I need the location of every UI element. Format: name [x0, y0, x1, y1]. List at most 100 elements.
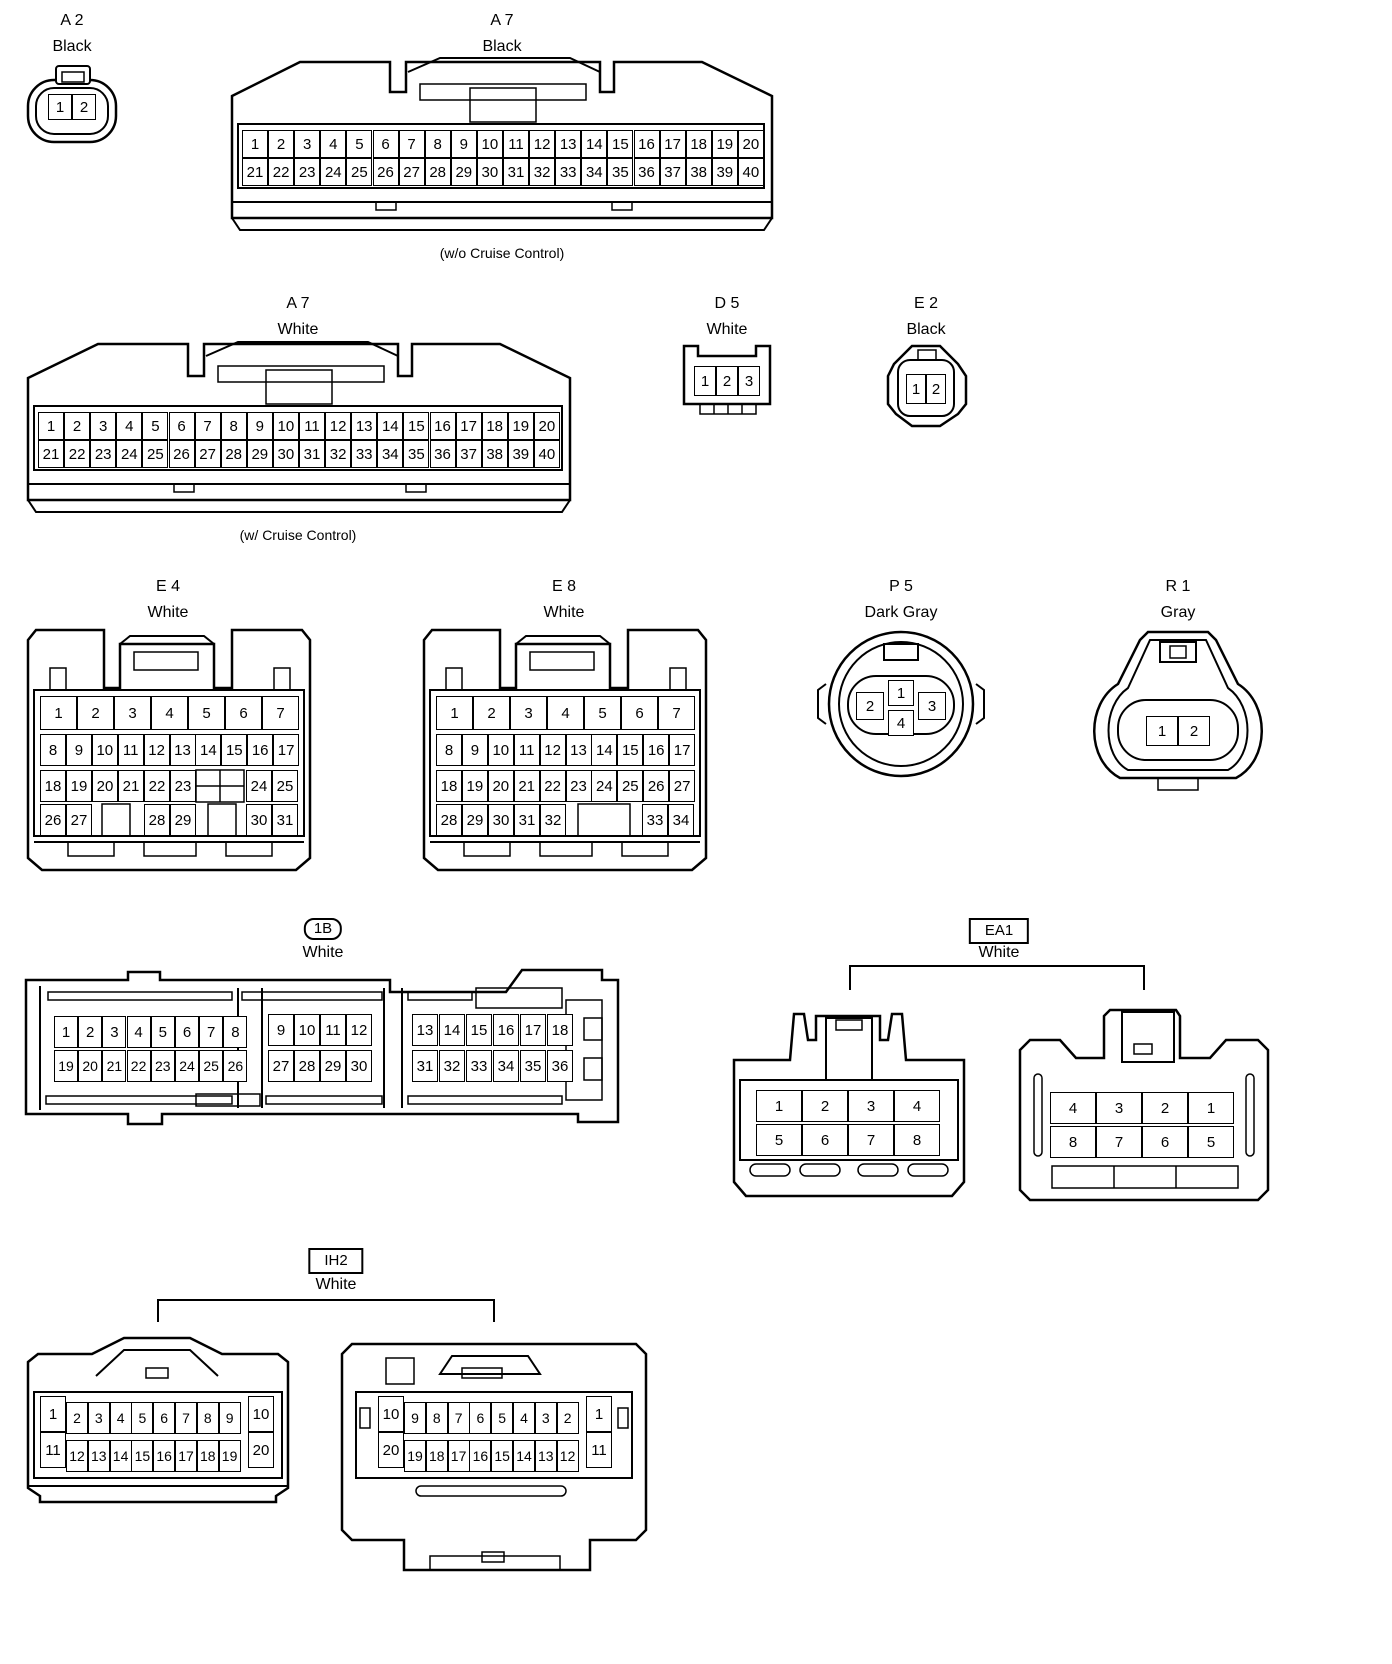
- pin: 35: [520, 1050, 546, 1082]
- pin: 13: [412, 1014, 438, 1046]
- pin: 7: [175, 1402, 197, 1434]
- pin: 4: [894, 1090, 940, 1122]
- pin: 10: [248, 1396, 274, 1432]
- pin: 5: [756, 1124, 802, 1156]
- pin: 1: [54, 1016, 78, 1048]
- pin: 10: [91, 734, 118, 766]
- pin: 2: [77, 696, 114, 730]
- pin: 3: [102, 1016, 127, 1048]
- pin: 23: [294, 158, 321, 186]
- pin: 4: [109, 1402, 132, 1434]
- pin: 11: [586, 1432, 612, 1468]
- pin: 15: [403, 412, 430, 440]
- connector-code: E 4: [155, 578, 181, 595]
- pin: 4: [547, 696, 584, 730]
- pin: 5: [1188, 1126, 1234, 1158]
- connector-note: (w/ Cruise Control): [239, 527, 357, 543]
- pin: 20: [737, 130, 764, 158]
- pin: 8: [424, 130, 451, 158]
- pin: 5: [346, 130, 373, 158]
- pin: 15: [491, 1440, 514, 1472]
- connector-code: IH2: [308, 1248, 364, 1274]
- pin: 32: [529, 158, 556, 186]
- pin: 33: [466, 1050, 492, 1082]
- pin: 7: [1096, 1126, 1142, 1158]
- pin: 38: [685, 158, 712, 186]
- pin: 2: [716, 366, 738, 396]
- pin: 27: [669, 770, 696, 802]
- pin: 26: [643, 770, 670, 802]
- pin: 28: [144, 804, 170, 836]
- pin: 9: [218, 1402, 241, 1434]
- pin: 13: [534, 1440, 557, 1472]
- pin: 1: [1146, 716, 1178, 746]
- pin: 38: [481, 440, 508, 468]
- pin: 29: [450, 158, 477, 186]
- pin: 11: [320, 1014, 346, 1046]
- connector-color: White: [315, 1276, 357, 1293]
- pin: 19: [461, 770, 488, 802]
- pin: 1: [38, 412, 64, 440]
- pin: 19: [507, 412, 534, 440]
- pin: 7: [398, 130, 425, 158]
- pin: 1: [436, 696, 473, 730]
- pin: 28: [424, 158, 451, 186]
- pin: 29: [170, 804, 196, 836]
- connector-code: E 2: [913, 295, 939, 312]
- pin: 26: [168, 440, 195, 468]
- pin: 25: [617, 770, 644, 802]
- pin: 3: [90, 412, 117, 440]
- pin: 6: [802, 1124, 848, 1156]
- connector-code: R 1: [1165, 578, 1191, 595]
- pin: 2: [268, 130, 295, 158]
- pin: 13: [87, 1440, 110, 1472]
- pin: 1: [906, 374, 926, 404]
- pin: 5: [491, 1402, 514, 1434]
- pin: 31: [299, 440, 325, 468]
- pin: 31: [514, 804, 540, 836]
- pin: 18: [40, 770, 66, 802]
- pin: 35: [403, 440, 430, 468]
- pin: 5: [131, 1402, 154, 1434]
- pin: 35: [607, 158, 634, 186]
- pin: 28: [436, 804, 462, 836]
- pin: 2: [556, 1402, 579, 1434]
- pin: 14: [195, 734, 222, 766]
- pin: 15: [221, 734, 248, 766]
- pin: 3: [848, 1090, 894, 1122]
- pin: 16: [643, 734, 670, 766]
- pin: 14: [591, 734, 618, 766]
- pin: 9: [404, 1402, 426, 1434]
- pin: 14: [377, 412, 404, 440]
- pin: 31: [412, 1050, 438, 1082]
- connector-color: White: [147, 604, 189, 621]
- pin: 22: [126, 1050, 151, 1082]
- pin: 9: [246, 412, 273, 440]
- pin: 11: [299, 412, 325, 440]
- pin: 32: [439, 1050, 465, 1082]
- pin: 24: [591, 770, 618, 802]
- pin: 37: [455, 440, 482, 468]
- pin: 13: [565, 734, 592, 766]
- pin: 2: [802, 1090, 848, 1122]
- pin: 40: [737, 158, 764, 186]
- pin: 1: [48, 94, 72, 120]
- pin: 12: [325, 412, 352, 440]
- pin: 18: [196, 1440, 219, 1472]
- pin: 23: [150, 1050, 175, 1082]
- pin: 11: [40, 1432, 66, 1468]
- pin: 30: [272, 440, 299, 468]
- pin: 19: [711, 130, 738, 158]
- pin: 34: [668, 804, 694, 836]
- pin: 3: [114, 696, 151, 730]
- pin: 34: [377, 440, 404, 468]
- connector-code: A 7: [286, 295, 310, 312]
- pin: 2: [473, 696, 510, 730]
- pin: 34: [581, 158, 608, 186]
- connector-code: 1B: [303, 918, 343, 940]
- pin: 5: [150, 1016, 175, 1048]
